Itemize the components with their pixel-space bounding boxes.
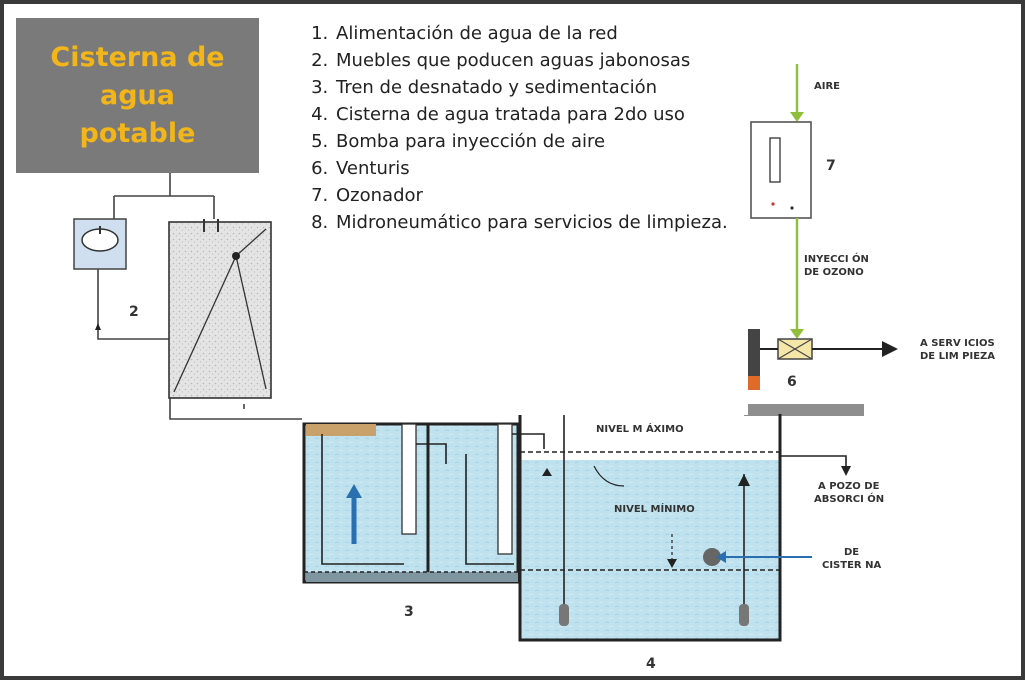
sedimentation-train — [302, 422, 545, 584]
label-pozo-1: A POZO DE — [818, 481, 880, 492]
ozonator — [750, 64, 812, 339]
filter-tank — [168, 219, 272, 399]
legend-item: Venturis — [334, 155, 748, 182]
diagram-title: Cisterna de agua potable — [50, 41, 225, 149]
label-cisterna-2: CISTER NA — [822, 560, 881, 571]
venturi — [742, 329, 898, 390]
label-cisterna-1: DE — [844, 547, 859, 558]
label-4: 4 — [646, 656, 656, 672]
legend-item: Midroneumático para servicios de limpiez… — [334, 209, 748, 236]
treated-water-cistern — [518, 404, 851, 642]
soapy-water-fixture — [73, 218, 127, 270]
label-nivel-minimo: NIVEL MÍNIMO — [614, 502, 695, 515]
flow-arrow-icon — [95, 323, 101, 330]
water-treatment-diagram: 2 AIRE 7 INYECCI ÓN DE OZONO 6 A SERV I — [73, 64, 995, 672]
label-6: 6 — [787, 374, 797, 390]
label-servicios-1: A SERV ICIOS — [920, 338, 995, 349]
label-pozo-2: ABSORCI ÓN — [814, 492, 884, 505]
label-inyeccion-2: DE OZONO — [804, 267, 864, 278]
label-3: 3 — [404, 604, 414, 620]
floor-slab — [744, 404, 864, 416]
label-2: 2 — [129, 304, 139, 320]
legend-list: Alimentación de agua de la red Muebles q… — [298, 20, 748, 236]
title-box: Cisterna de agua potable — [16, 18, 259, 173]
legend-item: Muebles que poducen aguas jabonosas — [334, 47, 748, 74]
label-7: 7 — [826, 158, 836, 174]
legend-item: Alimentación de agua de la red — [334, 20, 748, 47]
label-aire: AIRE — [814, 81, 840, 92]
legend-item: Cisterna de agua tratada para 2do uso — [334, 101, 748, 128]
legend-panel: Alimentación de agua de la red Muebles q… — [298, 20, 748, 415]
legend-item: Bomba para inyección de aire — [334, 128, 748, 155]
label-nivel-maximo: NIVEL M ÁXIMO — [596, 422, 684, 435]
label-servicios-2: DE LIM PIEZA — [920, 351, 995, 362]
label-inyeccion-1: INYECCI ÓN — [804, 252, 869, 265]
diagram-frame: 2 AIRE 7 INYECCI ÓN DE OZONO 6 A SERV I — [4, 4, 1021, 676]
legend-item: Tren de desnatado y sedimentación — [334, 74, 748, 101]
legend-item: Ozonador — [334, 182, 748, 209]
